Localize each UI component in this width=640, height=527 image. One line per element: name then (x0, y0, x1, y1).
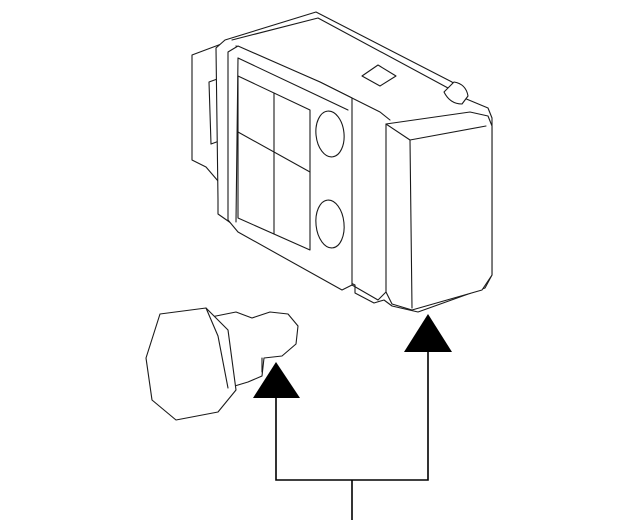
front-face (385, 111, 493, 311)
top-pin (443, 81, 469, 105)
top-face-edge (231, 17, 449, 89)
bolt-head-face-edge (205, 307, 229, 389)
bolt-head (145, 307, 237, 421)
front-face-inner (409, 125, 487, 141)
top-tab (361, 64, 397, 87)
connector-divider-horizontal (237, 131, 311, 173)
front-face-bevel (385, 123, 411, 141)
round-port-lower (315, 199, 345, 249)
arrow-module (404, 314, 452, 352)
module-housing (191, 11, 493, 313)
round-port-upper (315, 110, 345, 158)
arrow-bolt (253, 362, 300, 398)
front-face-left-edge (409, 139, 413, 309)
hex-bolt (145, 307, 299, 421)
callout-leader (275, 350, 429, 520)
leader-line (275, 350, 429, 481)
front-face-base (351, 284, 387, 301)
side-panel-inner (237, 57, 349, 111)
